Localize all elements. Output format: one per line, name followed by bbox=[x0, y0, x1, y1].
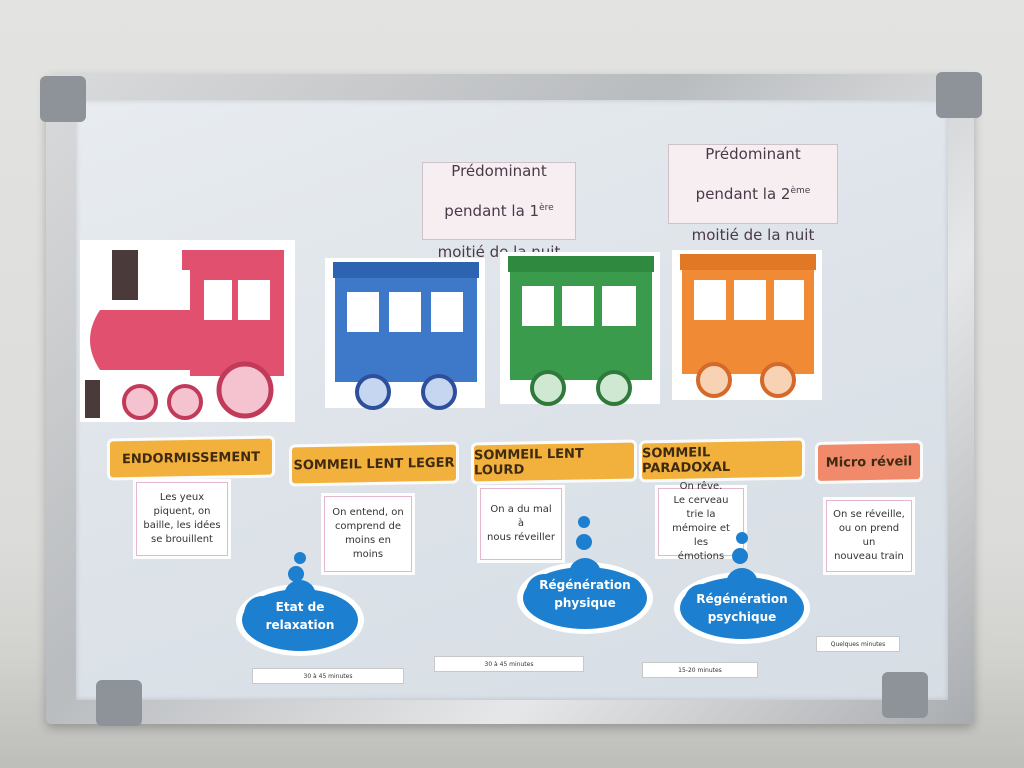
duration-strip: 30 à 45 minutes bbox=[434, 656, 584, 672]
description-card: On entend, on comprend de moins en moins bbox=[324, 496, 412, 572]
cloud-text-regeneration-psychique: Régénération psychique bbox=[686, 586, 798, 630]
note-line: pendant la 1 bbox=[444, 202, 540, 220]
cloud-relaxation bbox=[236, 552, 364, 656]
wagon-orange bbox=[672, 250, 822, 400]
board-corner-bottom-left bbox=[96, 680, 142, 726]
cloud-label: Etat de relaxation bbox=[265, 600, 335, 632]
cloud-regeneration-psychique bbox=[674, 532, 810, 644]
board-corner-top-left bbox=[40, 76, 86, 122]
stage-banner-sommeil-lent-lourd: SOMMEIL LENT LOURD bbox=[474, 442, 634, 482]
stage-label: Micro réveil bbox=[825, 453, 913, 471]
description-card: On se réveille, ou on prend un nouveau t… bbox=[826, 500, 912, 572]
stage-label: SOMMEIL PARADOXAL bbox=[642, 445, 731, 477]
card-text: Les yeux piquent, on baille, les idées s… bbox=[143, 492, 221, 545]
stage-banner-sommeil-lent-leger: SOMMEIL LENT LEGER bbox=[292, 444, 456, 484]
description-card: Les yeux piquent, on baille, les idées s… bbox=[136, 482, 228, 556]
stage-banner-micro-reveil: Micro réveil bbox=[818, 443, 920, 481]
note-line: pendant la 2 bbox=[695, 185, 791, 203]
note-superscript: ème bbox=[790, 186, 811, 196]
duration-label: Quelques minutes bbox=[830, 640, 886, 648]
cloud-label: Régénération physique bbox=[539, 578, 631, 610]
board-corner-top-right bbox=[936, 72, 982, 118]
stage-label: SOMMEIL LENT LEGER bbox=[293, 455, 455, 473]
card-text: On a du mal à nous réveiller bbox=[487, 504, 555, 543]
duration-strip: 15-20 minutes bbox=[642, 662, 758, 678]
cloud-text-regeneration-physique: Régénération physique bbox=[530, 572, 640, 616]
board-corner-bottom-right bbox=[882, 672, 928, 718]
stage-label: SOMMEIL LENT LOURD bbox=[474, 446, 584, 479]
cloud-text-relaxation: Etat de relaxation bbox=[252, 594, 348, 638]
train-illustration bbox=[80, 240, 822, 422]
card-text: On rêve. Le cerveau trie la mémoire et l… bbox=[672, 481, 730, 562]
note-superscript: ère bbox=[539, 203, 554, 213]
cloud-regeneration-physique bbox=[517, 516, 653, 634]
wagon-blue bbox=[325, 258, 485, 410]
duration-label: 30 à 45 minutes bbox=[303, 672, 353, 680]
note-second-half-night: Prédominant pendant la 2ème moitié de la… bbox=[668, 144, 838, 244]
description-card: On rêve. Le cerveau trie la mémoire et l… bbox=[658, 481, 744, 562]
duration-strip: 30 à 45 minutes bbox=[252, 668, 404, 684]
note-line: moitié de la nuit bbox=[691, 225, 815, 244]
duration-label: 30 à 45 minutes bbox=[484, 660, 534, 668]
stage-banner-endormissement: ENDORMISSEMENT bbox=[110, 438, 272, 478]
note-line: Prédominant bbox=[451, 161, 547, 180]
card-text: On se réveille, ou on prend un nouveau t… bbox=[833, 509, 905, 562]
locomotive bbox=[80, 240, 295, 422]
stage-banner-sommeil-paradoxal: SOMMEIL PARADOXAL bbox=[642, 440, 802, 480]
duration-label: 15-20 minutes bbox=[678, 666, 722, 674]
duration-strip: Quelques minutes bbox=[816, 636, 900, 652]
note-first-half-night: Prédominant pendant la 1ère moitié de la… bbox=[422, 161, 576, 261]
card-text: On entend, on comprend de moins en moins bbox=[332, 507, 404, 560]
note-line: Prédominant bbox=[705, 144, 801, 163]
wagon-green bbox=[500, 252, 660, 406]
description-card: On a du mal à nous réveiller bbox=[480, 488, 562, 560]
stage-label: ENDORMISSEMENT bbox=[122, 449, 260, 467]
cloud-label: Régénération psychique bbox=[696, 592, 788, 624]
